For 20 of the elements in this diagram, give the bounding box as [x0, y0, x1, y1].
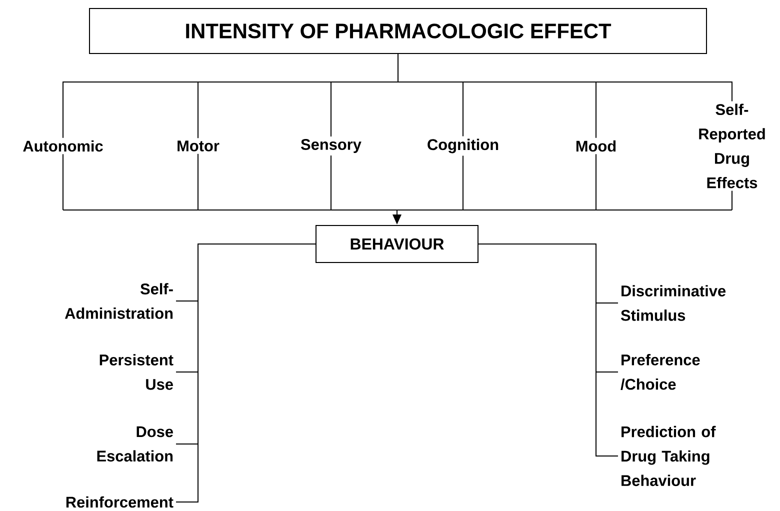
behaviour-label: Preference /Choice [620, 354, 700, 390]
category-label: Motor [178, 140, 220, 152]
behaviour-label: Prediction of Drug Taking Behaviour [622, 426, 716, 486]
category-label: Cognition [428, 138, 498, 154]
category-label: Autonomic [23, 140, 103, 152]
category-label: Mood [576, 140, 616, 152]
behaviour-label: Reinforcement [66, 496, 174, 508]
arrow [62, 210, 732, 224]
title-box: INTENSITY OF PHARMACOLOGIC EFFECT [89, 8, 707, 54]
behaviour-label: Discriminative Stimulus [620, 285, 726, 321]
behaviour-box: BEHAVIOUR [316, 225, 478, 263]
connector-line [330, 154, 332, 210]
behaviour-label: Persistent Use [100, 354, 174, 390]
behaviour-label: Self-Administration [64, 283, 173, 319]
connector-line [478, 244, 618, 456]
category-label: Self-Reported Drug Effects [699, 104, 765, 188]
category-label: Sensory [300, 139, 362, 153]
connector-line [62, 154, 64, 210]
connector-line [462, 155, 464, 210]
behaviour-label: Dose Escalation [97, 426, 173, 462]
